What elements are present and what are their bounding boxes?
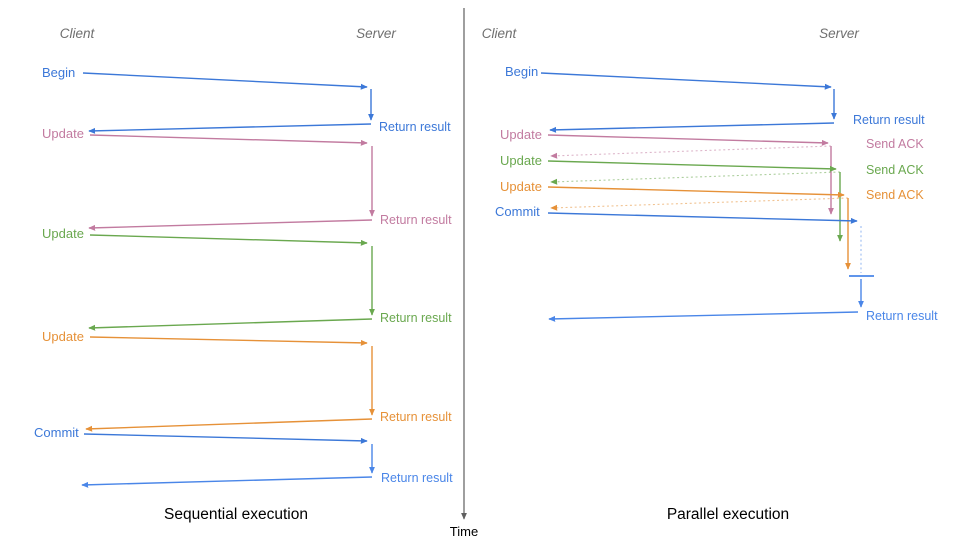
parallel-panel: Client Server Begin Return result Update… [482, 26, 938, 523]
message-label: Update [42, 329, 84, 344]
response-label: Return result [866, 309, 938, 323]
response-line [548, 311, 859, 322]
time-axis-label: Time [450, 524, 478, 539]
message-update-2: Update Return result [42, 226, 452, 331]
response-label: Return result [379, 120, 451, 134]
response-label: Send ACK [866, 188, 924, 202]
response-label: Send ACK [866, 163, 924, 177]
request-line [540, 72, 832, 90]
server-lane-header: Server [356, 26, 396, 41]
message-label: Commit [495, 204, 540, 219]
message-begin: Begin Return result [505, 64, 925, 133]
client-lane-header: Client [482, 26, 518, 41]
response-line [549, 122, 835, 133]
response-line [85, 418, 373, 432]
ack-line-dashed [550, 197, 849, 211]
request-line [547, 160, 837, 172]
response-label: Send ACK [866, 137, 924, 151]
message-label: Update [42, 226, 84, 241]
message-label: Update [42, 126, 84, 141]
response-line [88, 318, 373, 331]
message-commit: Commit Return result [495, 204, 938, 323]
message-update-3: Update Return result [42, 329, 452, 432]
message-update-1: Update Return result [42, 126, 452, 231]
response-label: Return result [853, 113, 925, 127]
response-label: Return result [380, 410, 452, 424]
ack-line-dashed [550, 145, 832, 159]
message-label: Update [500, 179, 542, 194]
message-update-1: Update Send ACK [500, 127, 924, 215]
message-commit: Commit Return result [34, 425, 453, 488]
request-line [89, 234, 368, 246]
request-line [89, 134, 368, 146]
request-line [89, 336, 368, 346]
message-label: Update [500, 153, 542, 168]
message-label: Commit [34, 425, 79, 440]
server-lane-header: Server [819, 26, 859, 41]
message-update-3: Update Send ACK [500, 179, 924, 270]
response-label: Return result [380, 311, 452, 325]
response-line [88, 219, 373, 231]
message-update-2: Update Send ACK [500, 153, 924, 242]
panel-caption: Parallel execution [667, 506, 789, 523]
message-label: Update [500, 127, 542, 142]
request-line [547, 212, 858, 224]
message-begin: Begin Return result [42, 65, 451, 134]
sequential-panel: Client Server Begin Return result Update… [34, 26, 453, 523]
response-label: Return result [381, 471, 453, 485]
request-line [547, 134, 829, 146]
response-line [81, 476, 373, 488]
message-label: Begin [505, 64, 538, 79]
time-axis: Time [450, 8, 478, 539]
panel-caption: Sequential execution [164, 506, 308, 523]
client-lane-header: Client [60, 26, 96, 41]
response-line [88, 123, 372, 134]
request-line [547, 186, 845, 198]
request-line [83, 433, 368, 444]
response-label: Return result [380, 213, 452, 227]
ack-line-dashed [550, 171, 841, 185]
request-line [82, 72, 368, 90]
message-label: Begin [42, 65, 75, 80]
